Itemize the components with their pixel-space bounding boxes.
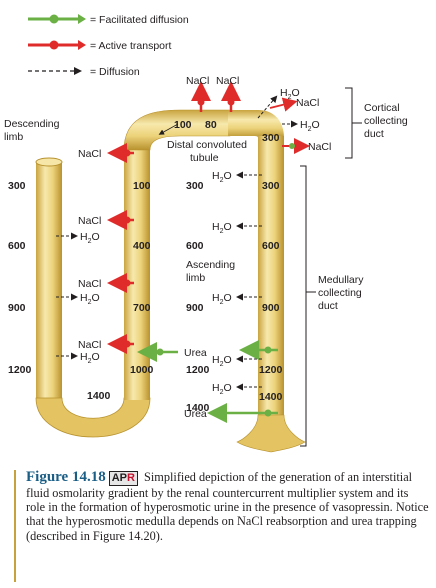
h2o-label-duct-2: H2O — [212, 221, 232, 235]
value-600-left: 600 — [8, 240, 26, 252]
urea-facilitated-2 — [239, 340, 278, 360]
nacl-label-top-1: NaCl — [186, 75, 209, 87]
h2o-label-cortical-1: H2O — [280, 87, 300, 101]
caption-text: Simplified depiction of the generation o… — [26, 470, 429, 543]
urea-facilitated-3 — [207, 403, 278, 423]
h2o-label-duct-5: H2O — [212, 382, 232, 396]
h2o-label-duct-4: H2O — [212, 354, 232, 368]
urea-facilitated-1 — [137, 342, 178, 362]
legend-diffusion-symbol — [28, 67, 82, 75]
value-100-distal: 100 — [174, 119, 192, 131]
cortical-label-2: collecting — [364, 115, 408, 127]
cortical-label-1: Cortical — [364, 102, 400, 114]
medullary-label-2: collecting — [318, 287, 362, 299]
value-300-middle: 300 — [186, 180, 204, 192]
urea-label-1: Urea — [184, 347, 207, 359]
collecting-duct-tube — [258, 136, 284, 418]
cortical-bracket — [345, 87, 353, 159]
loop-bend — [35, 397, 151, 438]
distal-tubule-bend — [228, 110, 284, 138]
value-100-ascending: 100 — [133, 180, 151, 192]
urea-label-2: Urea — [184, 408, 207, 420]
nacl-label-asc-1: NaCl — [78, 148, 101, 160]
legend-facilitated-symbol — [28, 14, 86, 24]
region-labels: Descending limb Distal convoluted tubule… — [4, 102, 408, 312]
value-1200-left: 1200 — [8, 364, 32, 376]
nacl-label-top-2: NaCl — [216, 75, 239, 87]
legend-facilitated-label: = Facilitated diffusion — [90, 14, 189, 26]
value-600-middle: 600 — [186, 240, 204, 252]
value-700-ascending: 700 — [133, 302, 151, 314]
legend: = Facilitated diffusion = Active transpo… — [28, 14, 189, 78]
legend-active-symbol — [28, 40, 86, 50]
h2o-label-duct-1: H2O — [212, 170, 232, 184]
osmolarity-values: 300 600 900 1200 1400 100 400 700 1000 1… — [8, 119, 283, 414]
nacl-active-ascending-1 — [107, 143, 134, 163]
value-1200-duct: 1200 — [259, 364, 283, 376]
ascending-label-1: Ascending — [186, 259, 235, 271]
nacl-active-ascending-2 — [107, 210, 134, 230]
ascending-label-2: limb — [186, 272, 205, 284]
descending-label-1: Descending — [4, 118, 60, 130]
value-1400-bottom: 1400 — [87, 390, 111, 402]
value-400-ascending: 400 — [133, 240, 151, 252]
nacl-label-asc-3: NaCl — [78, 278, 101, 290]
medullary-label-1: Medullary — [318, 274, 364, 286]
legend-active-label: = Active transport — [90, 40, 171, 52]
h2o-label-desc-3: H2O — [80, 351, 100, 365]
figure-number: Figure 14.18 — [26, 469, 106, 485]
value-300-left: 300 — [8, 180, 26, 192]
medullary-bracket — [300, 165, 307, 447]
flow-arrow-arch — [158, 123, 179, 135]
transport-arrows: NaCl NaCl H2O NaCl H2O NaCl NaCl NaCl H2… — [56, 75, 331, 423]
h2o-label-cortical-2: H2O — [300, 119, 320, 133]
duct-brackets — [300, 87, 362, 447]
h2o-label-duct-3: H2O — [212, 292, 232, 306]
nacl-active-top-right — [221, 81, 241, 112]
value-900-left: 900 — [8, 302, 26, 314]
descending-limb-tube — [36, 162, 62, 400]
value-900-duct: 900 — [262, 302, 280, 314]
countercurrent-diagram: = Facilitated diffusion = Active transpo… — [4, 14, 408, 453]
descending-label-2: limb — [4, 131, 23, 143]
distal-label-2: tubule — [190, 152, 219, 164]
value-1400-middle: 1400 — [186, 402, 210, 414]
descending-limb-opening — [35, 157, 63, 167]
value-300-duct: 300 — [262, 180, 280, 192]
nacl-active-top-left — [191, 81, 211, 112]
medullary-label-3: duct — [318, 300, 338, 312]
value-1200-middle: 1200 — [186, 364, 210, 376]
legend-diffusion-label: = Diffusion — [90, 66, 140, 78]
h2o-label-desc-1: H2O — [80, 231, 100, 245]
nacl-label-cortical-2: NaCl — [308, 141, 331, 153]
nacl-label-asc-4: NaCl — [78, 339, 101, 351]
h2o-label-desc-2: H2O — [80, 292, 100, 306]
nacl-label-cortical: NaCl — [296, 97, 319, 109]
distal-label-1: Distal convoluted — [167, 139, 247, 151]
value-1400-duct: 1400 — [259, 391, 283, 403]
value-300-duct-top: 300 — [262, 132, 280, 144]
cortical-label-3: duct — [364, 128, 384, 140]
value-1000-ascending: 1000 — [130, 364, 154, 376]
nacl-active-ascending-4 — [107, 334, 134, 354]
value-600-duct: 600 — [262, 240, 280, 252]
caption-accent-bar — [14, 470, 16, 582]
nacl-active-ascending-3 — [107, 273, 134, 293]
value-900-middle: 900 — [186, 302, 204, 314]
nacl-active-cortical — [269, 97, 298, 112]
collecting-duct-outlet — [236, 414, 306, 453]
apr-badge: APR — [108, 471, 138, 486]
nacl-label-asc-2: NaCl — [78, 215, 101, 227]
value-80-distal: 80 — [205, 119, 217, 131]
